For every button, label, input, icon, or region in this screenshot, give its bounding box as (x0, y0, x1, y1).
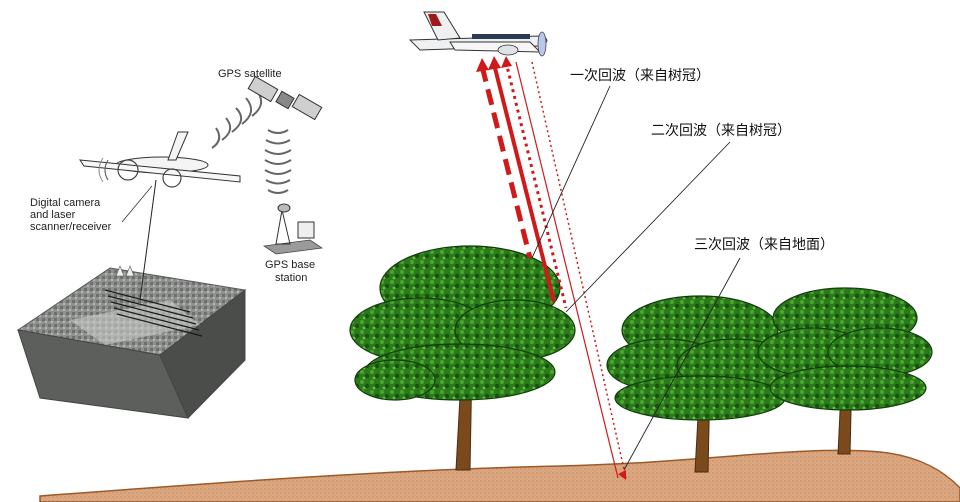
camera-label-3: scanner/receiver (30, 221, 112, 233)
gps-signal-arcs (211, 89, 263, 149)
pulse-first-return (479, 65, 533, 259)
pulse-ground-path (515, 61, 619, 479)
right-panel-illustration: 一次回波（来自树冠） 二次回波（来自树冠） 三次回波（来自地面） (39, 11, 960, 502)
laser-pulses (476, 56, 627, 480)
terrain-block (16, 265, 247, 419)
label-leaders (531, 85, 741, 471)
third-return-label: 三次回波（来自地面） (694, 237, 834, 253)
first-return-label: 一次回波（来自树冠） (570, 68, 710, 84)
gps-base-label-1: GPS base (265, 259, 315, 271)
survey-airplane (78, 131, 241, 188)
scan-pattern (104, 289, 203, 337)
pulse-second-return (504, 61, 568, 309)
tree-left-canopy (349, 245, 576, 401)
pulse-third-return (531, 61, 627, 479)
ground-surface (39, 449, 960, 502)
gps-base-signal-arcs (264, 129, 292, 194)
gps-base-station-icon (262, 203, 324, 255)
tree-middle-canopy (606, 295, 794, 421)
left-panel-illustration: GPS satellite GPS base station Digital c… (16, 68, 324, 419)
camera-label-2: and laser (30, 209, 76, 221)
scan-beam (139, 179, 157, 301)
second-return-label: 二次回波（来自树冠） (651, 123, 791, 139)
gps-satellite-label: GPS satellite (218, 68, 282, 80)
gps-base-label-2: station (275, 272, 307, 284)
tree-right-canopy (757, 287, 933, 411)
lidar-airplane (408, 11, 548, 57)
camera-label-1: Digital camera (30, 197, 101, 209)
gps-satellite-icon (247, 75, 323, 121)
pulse-outgoing (492, 63, 556, 303)
camera-leader-line (121, 185, 153, 223)
